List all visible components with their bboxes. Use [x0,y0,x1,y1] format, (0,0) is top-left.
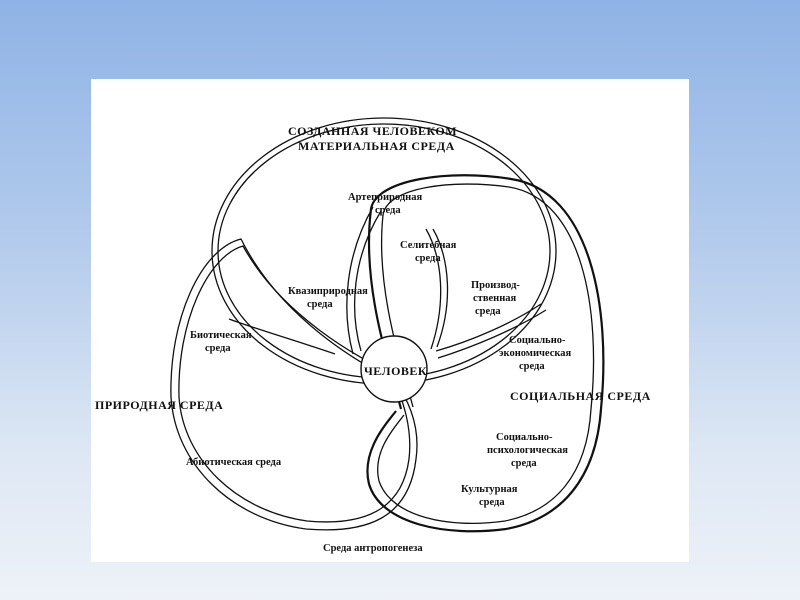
selitebnaya-label-1: Селитебная [400,240,457,251]
social-env-inner-outline [377,183,595,524]
selitebnaya-label-2: среда [415,253,441,264]
created-env-label-2: МАТЕРИАЛЬНАЯ СРЕДА [298,139,455,153]
production-label-1: Производ- [471,280,520,291]
social-env-label: СОЦИАЛЬНАЯ СРЕДА [510,389,651,403]
slide-panel: СОЗДАННАЯ ЧЕЛОВЕКОМ МАТЕРИАЛЬНАЯ СРЕДА А… [91,79,689,562]
arte-natural-label-1: Артеприродная [348,192,422,203]
biotic-label-1: Биотическая [190,330,252,341]
cultural-label-2: среда [479,497,505,508]
natural-env-label: ПРИРОДНАЯ СРЕДА [95,398,223,412]
environment-venn-diagram: СОЗДАННАЯ ЧЕЛОВЕКОМ МАТЕРИАЛЬНАЯ СРЕДА А… [95,117,651,554]
quasi-natural-label-2: среда [307,299,333,310]
socio-psychological-label-3: среда [511,458,537,469]
human-circle [360,335,428,403]
quasi-natural-label-1: Квазиприродная [288,286,368,297]
biotic-label-2: среда [205,343,231,354]
anthropogenesis-label: Среда антропогенеза [323,543,423,554]
human-label: ЧЕЛОВЕК [364,364,427,378]
socio-economic-label-2: экономическая [499,348,572,359]
socio-economic-label-1: Социально- [509,335,566,346]
cultural-label-1: Культурная [461,484,518,495]
inner-sector-lines [228,206,547,359]
socio-psychological-label-1: Социально- [496,432,553,443]
production-label-2: ственная [473,293,516,304]
created-env-label-1: СОЗДАННАЯ ЧЕЛОВЕКОМ [288,124,457,138]
socio-economic-label-3: среда [519,361,545,372]
arte-natural-label-2: среда [375,205,401,216]
production-label-3: среда [475,306,501,317]
natural-env-outline [170,238,418,531]
socio-psychological-label-2: психологическая [487,445,568,456]
abiotic-label: Абиотическая среда [186,457,282,468]
